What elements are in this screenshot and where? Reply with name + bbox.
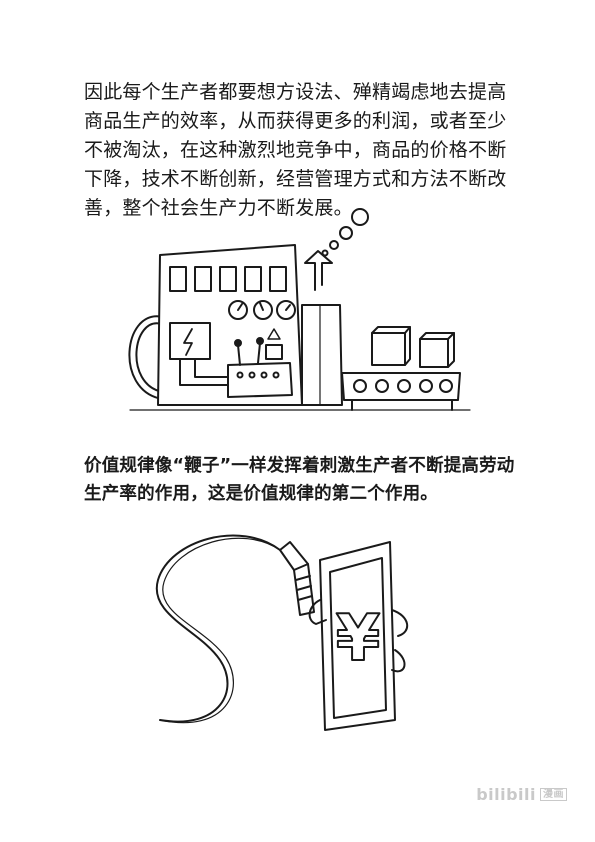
watermark-logo: bilibili: [476, 785, 536, 804]
factory-illustration: [128, 208, 471, 411]
whip-and-money-illustration: ¥: [155, 534, 408, 731]
watermark-mark: 漫画: [540, 788, 567, 801]
bilibili-watermark: bilibili 漫画: [476, 785, 567, 804]
yuan-symbol: ¥: [336, 602, 381, 676]
paragraph-intro: 因此每个生产者都要想方设法、殚精竭虑地去提高商品生产的效率，从而获得更多的利润，…: [84, 81, 507, 219]
paragraph-whip: 价值规律像“鞭子”一样发挥着刺激生产者不断提高劳动生产率的作用，这是价值规律的第…: [84, 456, 515, 504]
money-bill-icon: [308, 541, 408, 731]
whip-icon: [155, 534, 281, 723]
